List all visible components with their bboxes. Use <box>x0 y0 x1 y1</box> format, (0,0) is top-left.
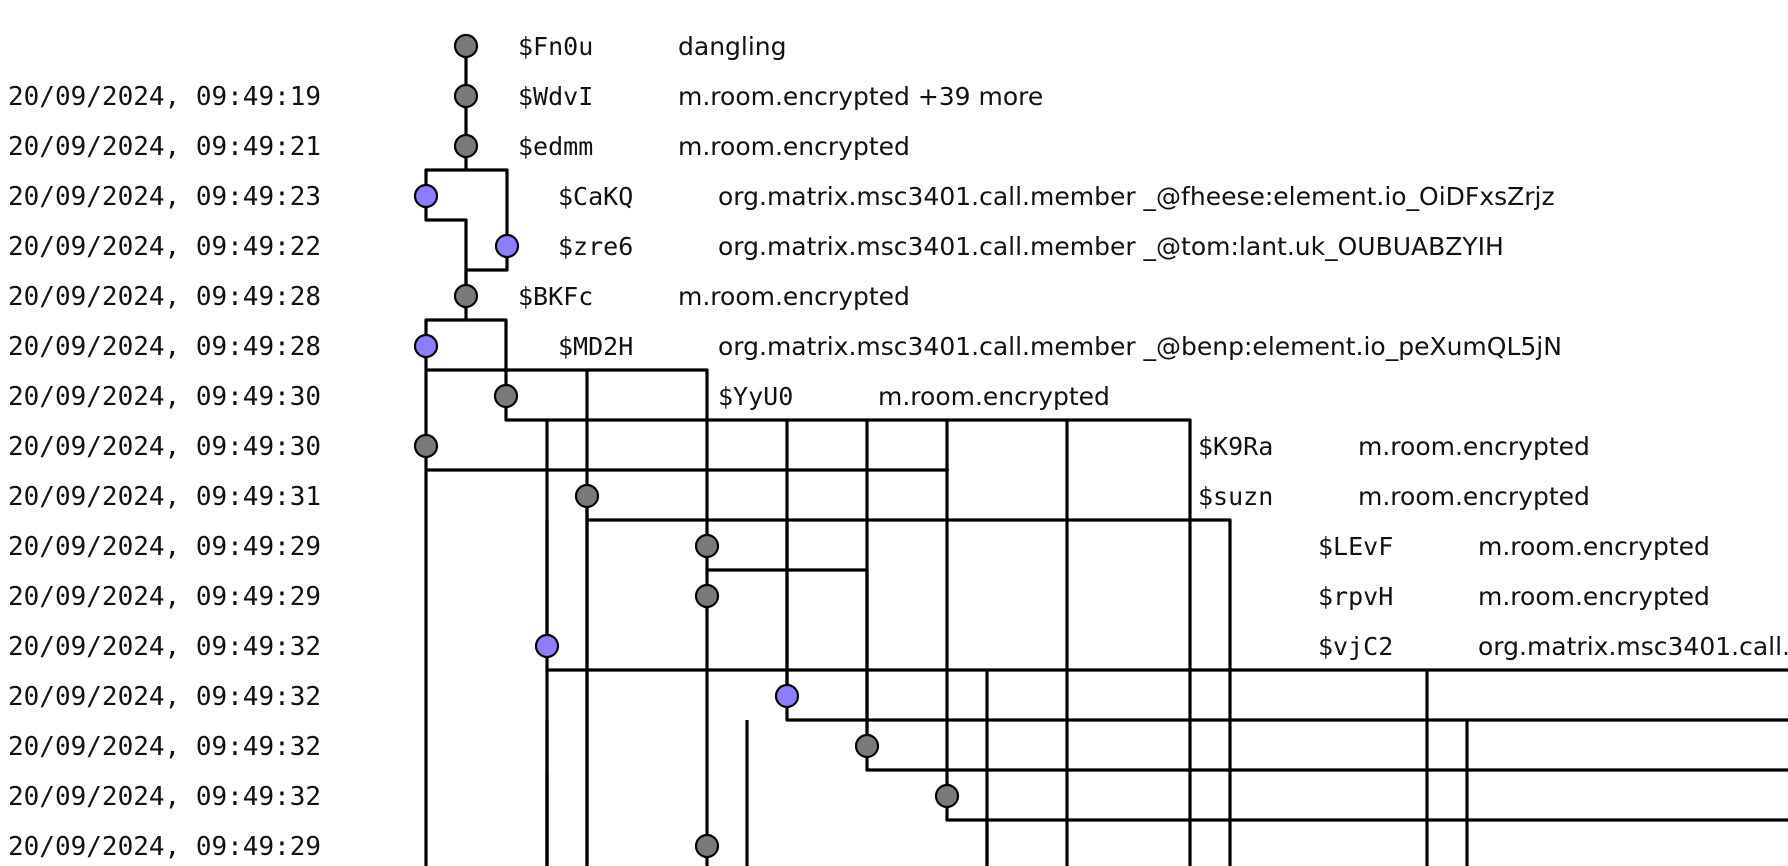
row-timestamp: 20/09/2024, 09:49:28 <box>8 332 321 362</box>
event-node[interactable] <box>934 783 960 809</box>
dag-edge <box>945 807 1788 822</box>
row-event-id[interactable]: $zre6 <box>558 232 633 261</box>
row-timestamp: 20/09/2024, 09:49:32 <box>8 632 321 662</box>
row-event-id[interactable]: $suzn <box>1198 482 1273 511</box>
state-event-node[interactable] <box>534 633 560 659</box>
event-node[interactable] <box>453 83 479 109</box>
row-event-id[interactable]: $WdvI <box>518 82 593 111</box>
dag-edge <box>865 757 1788 772</box>
row-timestamp: 20/09/2024, 09:49:29 <box>8 532 321 562</box>
row-event-id[interactable]: $rpvH <box>1318 582 1393 611</box>
dag-nodes <box>413 33 960 859</box>
event-node[interactable] <box>453 33 479 59</box>
dag-labels: $Fn0u dangling 20/09/2024, 09:49:19 $WdvI m.… <box>8 32 1788 862</box>
row-event-type: m.room.encrypted <box>1358 482 1590 511</box>
row-timestamp: 20/09/2024, 09:49:19 <box>8 82 321 112</box>
dag-edge <box>421 204 468 285</box>
row-timestamp: 20/09/2024, 09:49:28 <box>8 282 321 312</box>
row-event-id[interactable]: $CaKQ <box>558 182 633 211</box>
dag-edges <box>421 54 1788 866</box>
dag-edge <box>785 707 1788 722</box>
dag-edge <box>587 518 1232 866</box>
event-node[interactable] <box>574 483 600 509</box>
row-event-type: m.room.encrypted <box>678 132 910 161</box>
event-node[interactable] <box>694 833 720 859</box>
event-node[interactable] <box>854 733 880 759</box>
event-node[interactable] <box>413 433 439 459</box>
dag-edge <box>466 318 508 385</box>
row-event-type: org.matrix.msc3401.call.member <box>1478 632 1788 661</box>
row-timestamp: 20/09/2024, 09:49:31 <box>8 482 321 512</box>
state-event-node[interactable] <box>413 183 439 209</box>
row-event-id[interactable]: $LEvF <box>1318 532 1393 561</box>
event-node[interactable] <box>453 133 479 159</box>
row-event-type: m.room.encrypted <box>678 282 910 311</box>
row-event-id[interactable]: $K9Ra <box>1198 432 1273 461</box>
row-event-type: dangling <box>678 32 787 61</box>
row-event-id[interactable]: $BKFc <box>518 282 593 311</box>
state-event-node[interactable] <box>494 233 520 259</box>
row-event-id[interactable]: $edmm <box>518 132 593 161</box>
row-event-id[interactable]: $Fn0u <box>518 32 593 61</box>
event-node[interactable] <box>453 283 479 309</box>
row-event-type: m.room.encrypted <box>1358 432 1590 461</box>
row-timestamp: 20/09/2024, 09:49:22 <box>8 232 321 262</box>
row-timestamp: 20/09/2024, 09:49:30 <box>8 382 321 412</box>
row-event-type: org.matrix.msc3401.call.member _@tom:lan… <box>718 232 1504 261</box>
row-timestamp: 20/09/2024, 09:49:23 <box>8 182 321 212</box>
row-timestamp: 20/09/2024, 09:49:29 <box>8 832 321 862</box>
dag-edge <box>426 368 712 538</box>
row-timestamp: 20/09/2024, 09:49:32 <box>8 782 321 812</box>
row-event-type: m.room.encrypted <box>878 382 1110 411</box>
row-timestamp: 20/09/2024, 09:49:29 <box>8 582 321 612</box>
event-node[interactable] <box>694 583 720 609</box>
row-event-id[interactable]: $vjC2 <box>1318 632 1393 661</box>
state-event-node[interactable] <box>774 683 800 709</box>
row-event-id[interactable]: $YyU0 <box>718 382 793 411</box>
row-event-type: m.room.encrypted <box>1478 532 1710 561</box>
row-timestamp: 20/09/2024, 09:49:32 <box>8 682 321 712</box>
dag-edge <box>424 154 468 185</box>
row-timestamp: 20/09/2024, 09:49:32 <box>8 732 321 762</box>
row-timestamp: 20/09/2024, 09:49:30 <box>8 432 321 462</box>
row-event-type: m.room.encrypted +39 more <box>678 82 1043 111</box>
state-event-node[interactable] <box>413 333 439 359</box>
row-event-type: org.matrix.msc3401.call.member _@fheese:… <box>718 182 1555 211</box>
row-event-type: org.matrix.msc3401.call.member _@benp:el… <box>718 332 1562 361</box>
dag-edge <box>464 254 509 285</box>
dag-edge <box>504 407 1192 866</box>
event-node[interactable] <box>493 383 519 409</box>
row-event-id[interactable]: $MD2H <box>558 332 633 361</box>
dag-edge <box>707 568 872 738</box>
dag-edge <box>466 168 509 235</box>
event-node[interactable] <box>694 533 720 559</box>
dag-edge <box>424 304 468 335</box>
row-event-type: m.room.encrypted <box>1478 582 1710 611</box>
row-timestamp: 20/09/2024, 09:49:21 <box>8 132 321 162</box>
